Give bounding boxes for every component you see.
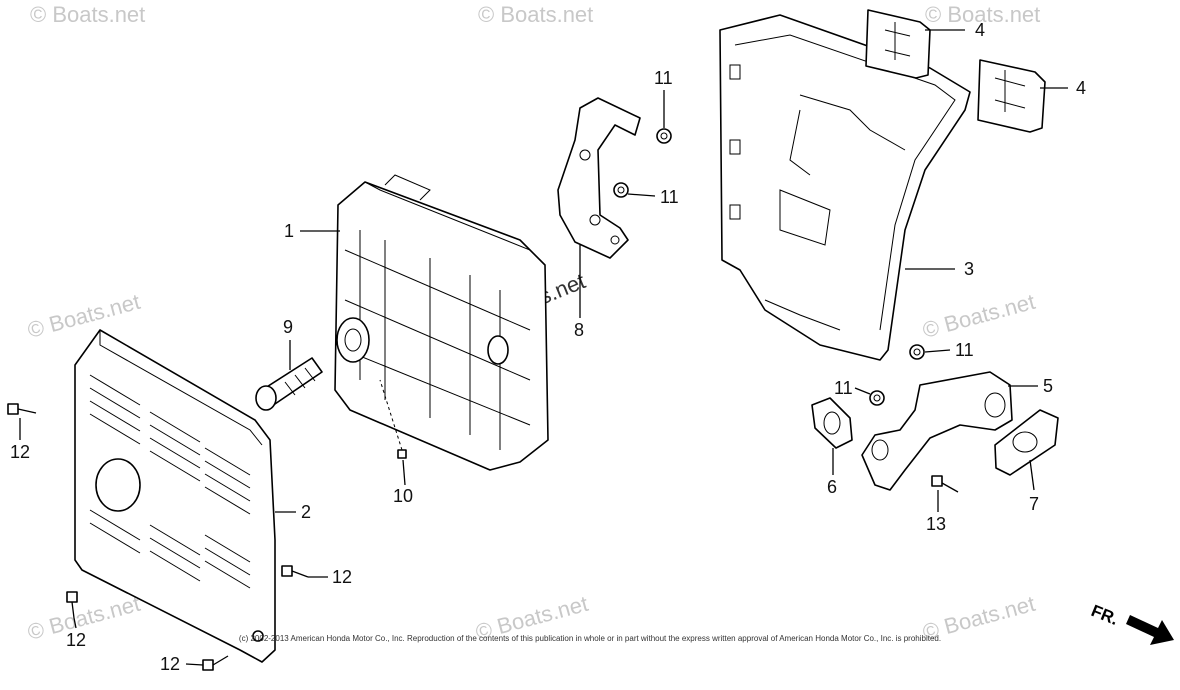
callout-part-2: 2 xyxy=(301,502,311,522)
muffler-cover xyxy=(719,14,971,361)
callout-part-9: 9 xyxy=(283,317,293,337)
muffler-protector xyxy=(74,329,276,663)
callout-part-7: 7 xyxy=(1029,494,1039,514)
watermark: © Boats.net xyxy=(478,2,593,27)
spark-arrester xyxy=(255,357,323,411)
callout-part-5: 5 xyxy=(1043,376,1053,396)
flange-nut xyxy=(613,182,629,198)
watermark: © Boats.net xyxy=(920,289,1038,343)
flange-nut xyxy=(656,128,672,144)
callout-part-11: 11 xyxy=(660,187,679,207)
callout-part-11: 11 xyxy=(654,68,673,88)
front-arrow-icon xyxy=(1126,615,1174,645)
callout-part-11: 11 xyxy=(834,378,853,398)
muffler-bracket xyxy=(557,97,641,259)
flange-nut xyxy=(869,390,885,406)
callout-part-1: 1 xyxy=(284,221,294,241)
callout-labels: 1 2 3 4 4 5 6 7 8 9 10 11 11 11 11 12 12… xyxy=(10,20,1086,674)
tapping-screw xyxy=(379,379,407,459)
callout-part-8: 8 xyxy=(574,320,584,340)
gasket-left xyxy=(811,397,853,449)
flange-bolt xyxy=(202,655,229,671)
callout-part-13: 13 xyxy=(926,514,946,534)
leader-lines xyxy=(19,29,1068,666)
callout-part-3: 3 xyxy=(964,259,974,279)
callout-part-10: 10 xyxy=(393,486,413,506)
gasket-right xyxy=(994,409,1059,476)
callout-part-4: 4 xyxy=(975,20,985,40)
callout-part-11: 11 xyxy=(955,340,974,360)
watermark: © Boats.net xyxy=(25,289,143,343)
callout-part-12: 12 xyxy=(160,654,180,674)
callout-part-12: 12 xyxy=(10,442,30,462)
callout-part-12: 12 xyxy=(66,630,86,650)
copyright-notice: (c) 2002-2013 American Honda Motor Co., … xyxy=(238,634,942,643)
callout-part-4: 4 xyxy=(1076,78,1086,98)
watermark: © Boats.net xyxy=(925,2,1040,27)
callout-part-6: 6 xyxy=(827,477,837,497)
flange-nut xyxy=(909,344,925,360)
flange-bolt xyxy=(66,591,78,619)
watermark: © Boats.net xyxy=(30,2,145,27)
flange-bolt xyxy=(281,565,309,578)
cover-cap-upper xyxy=(865,9,931,79)
cover-cap-lower xyxy=(977,59,1046,133)
exhaust-pipe xyxy=(861,371,1013,491)
flange-bolt xyxy=(7,403,37,415)
muffler xyxy=(334,174,549,471)
callout-part-12: 12 xyxy=(332,567,352,587)
flange-bolt xyxy=(931,475,959,493)
front-label: FR. xyxy=(1089,601,1122,629)
